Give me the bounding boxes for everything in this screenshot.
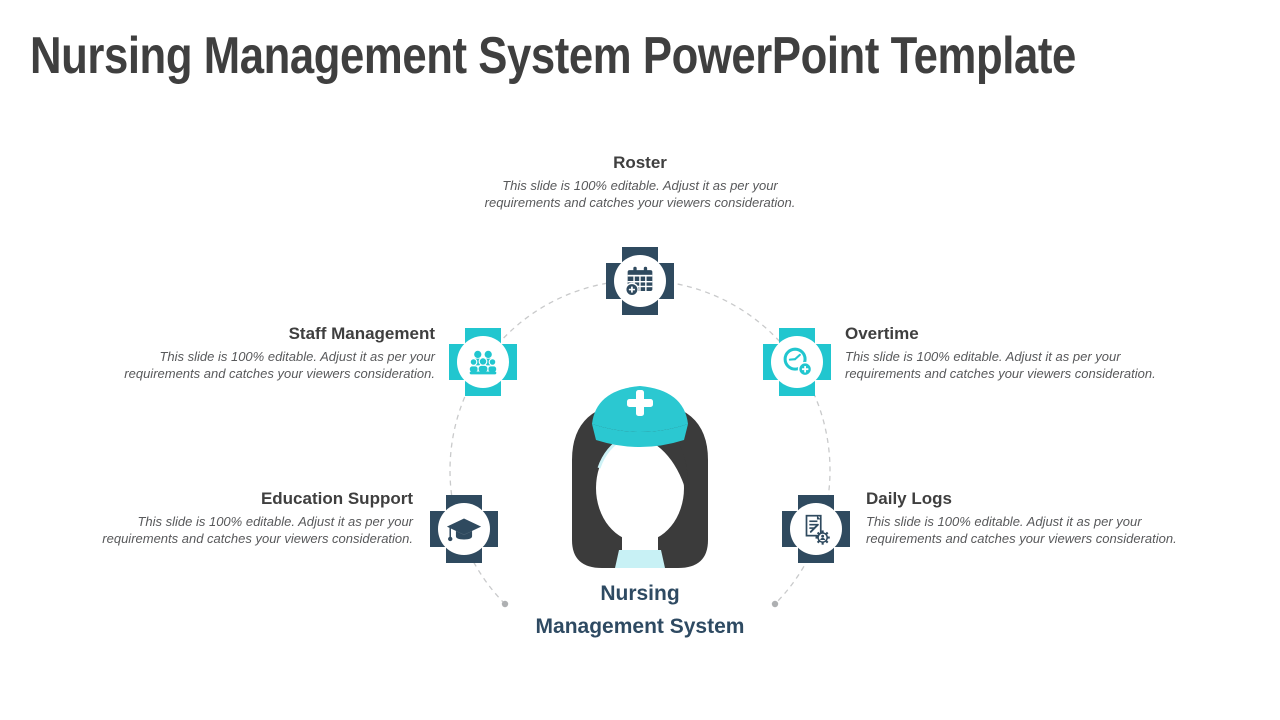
overtime-title: Overtime — [845, 324, 919, 343]
calendar-add-icon — [625, 266, 653, 297]
education-support-node — [430, 495, 498, 563]
overtime-label-block: Overtime This slide is 100% editable. Ad… — [845, 324, 1165, 382]
education-support-label-block: Education Support This slide is 100% edi… — [93, 489, 413, 547]
daily-logs-description: This slide is 100% editable. Adjust it a… — [866, 514, 1177, 547]
node-circle — [790, 503, 842, 555]
node-circle — [438, 503, 490, 555]
overtime-node — [763, 328, 831, 396]
circle-end-dot-right — [771, 600, 779, 608]
education-support-description: This slide is 100% editable. Adjust it a… — [102, 514, 413, 547]
node-circle — [457, 336, 509, 388]
node-circle — [614, 255, 666, 307]
daily-logs-title: Daily Logs — [866, 489, 952, 508]
staff-management-description: This slide is 100% editable. Adjust it a… — [124, 349, 435, 382]
roster-node — [606, 247, 674, 315]
roster-label-block: Roster This slide is 100% editable. Adju… — [465, 153, 815, 211]
clock-add-icon — [783, 347, 813, 377]
document-gear-icon — [805, 514, 830, 545]
roster-description: This slide is 100% editable. Adjust it a… — [484, 178, 796, 211]
nurse-icon — [572, 386, 708, 568]
page-title: Nursing Management System PowerPoint Tem… — [30, 27, 1076, 85]
graduation-cap-icon — [446, 518, 482, 542]
center-label-line1: Nursing — [600, 582, 680, 605]
staff-management-title: Staff Management — [288, 324, 435, 343]
daily-logs-label-block: Daily Logs This slide is 100% editable. … — [866, 489, 1186, 547]
center-label-line2: Management System — [535, 615, 745, 638]
roster-title: Roster — [613, 153, 667, 172]
education-support-title: Education Support — [260, 489, 413, 508]
daily-logs-node — [782, 495, 850, 563]
staff-management-label-block: Staff Management This slide is 100% edit… — [115, 324, 435, 382]
circle-end-dot-left — [501, 600, 509, 608]
center-system-label: Nursing Management System — [470, 577, 810, 643]
people-group-icon — [468, 350, 498, 375]
staff-management-node — [449, 328, 517, 396]
overtime-description: This slide is 100% editable. Adjust it a… — [845, 349, 1156, 382]
node-circle — [771, 336, 823, 388]
